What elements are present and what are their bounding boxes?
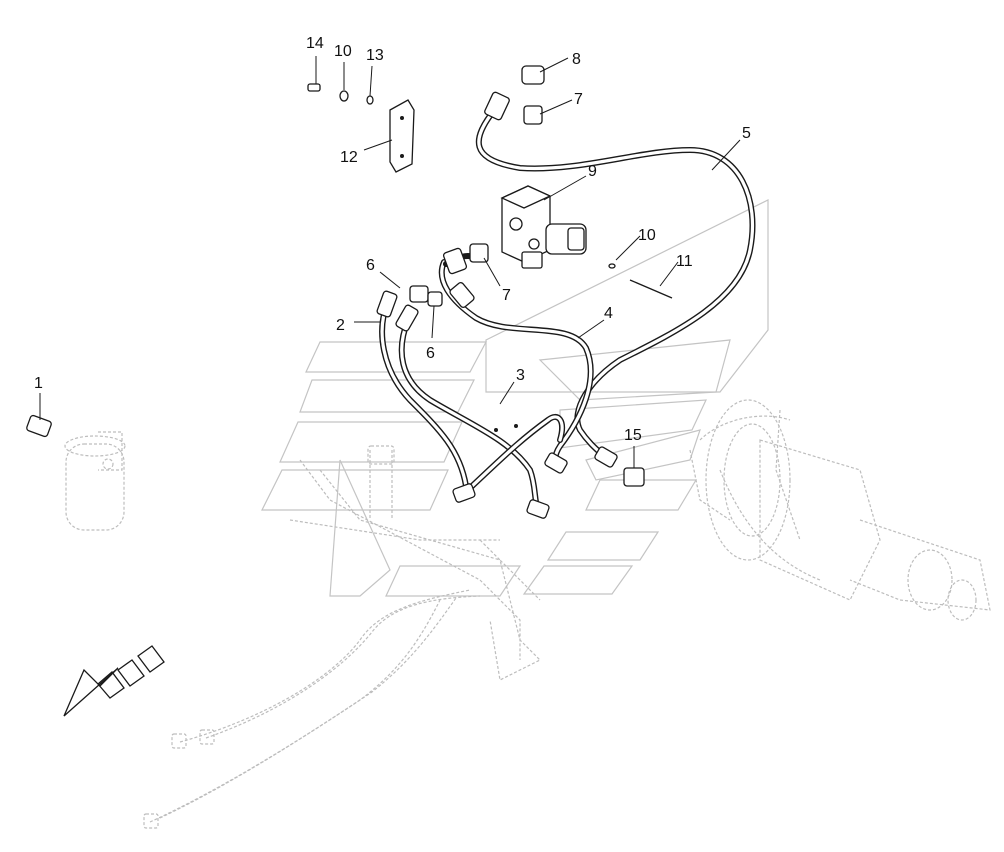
hoses <box>376 91 756 519</box>
callout-15: 15 <box>624 427 642 444</box>
hose-5 <box>475 105 756 461</box>
callout-6b: 6 <box>426 345 435 362</box>
callout-3: 3 <box>516 367 525 384</box>
callout-2: 2 <box>336 317 345 334</box>
callout-10a: 10 <box>334 43 352 60</box>
ghost-filter <box>64 431 126 531</box>
hose-2 <box>379 299 566 491</box>
callout-7b: 7 <box>502 287 511 304</box>
callout-13: 13 <box>366 47 384 64</box>
mounting-bracket <box>389 99 415 173</box>
callout-1: 1 <box>34 375 43 392</box>
callout-11: 11 <box>676 253 693 270</box>
hose-fittings <box>376 91 618 519</box>
valve-block <box>500 185 587 269</box>
ghost-axle <box>689 399 991 621</box>
callout-14: 14 <box>306 35 324 52</box>
leader-lines <box>39 56 741 468</box>
callout-10b: 10 <box>638 227 656 244</box>
callout-12: 12 <box>340 149 358 166</box>
callout-9: 9 <box>588 163 597 180</box>
ghost-context <box>64 199 991 829</box>
adapters <box>26 65 645 487</box>
callout-7a: 7 <box>574 91 583 108</box>
callout-4: 4 <box>604 305 613 322</box>
ghost-tank-stripes <box>261 199 769 597</box>
callout-5: 5 <box>742 125 751 142</box>
callout-6a: 6 <box>366 257 375 274</box>
callout-8: 8 <box>572 51 581 68</box>
hose-3 <box>398 317 541 513</box>
callouts: 1 2 3 4 5 6 6 7 7 8 9 10 10 11 12 13 14 … <box>34 35 751 444</box>
direction-arrow <box>63 645 165 717</box>
small-hardware <box>307 83 673 299</box>
ghost-frame <box>143 445 542 829</box>
